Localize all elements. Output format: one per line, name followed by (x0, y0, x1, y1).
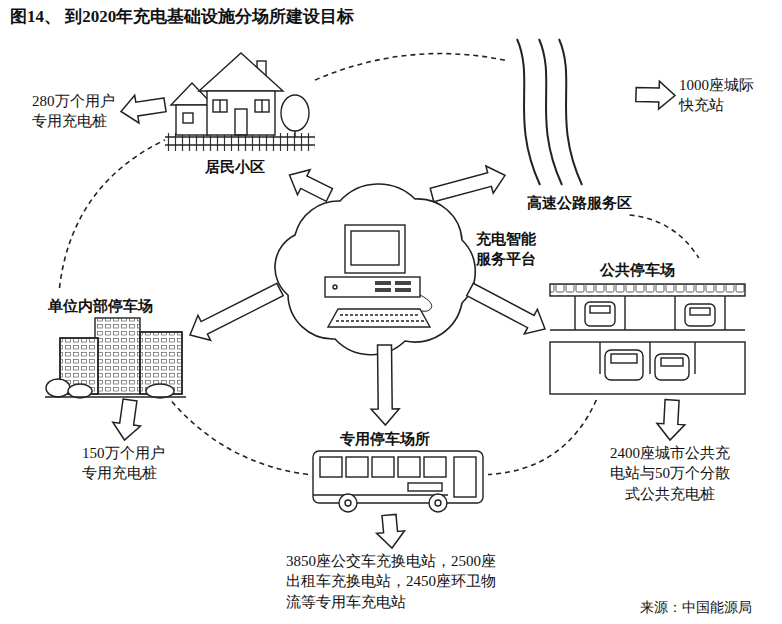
site-office-parking: 单位内部停车场 (40, 288, 190, 400)
target-label: 280万个用户 专用充电桩 (32, 91, 117, 132)
cloud-computer-drawing (275, 184, 475, 355)
parking-lot-drawing (550, 284, 745, 394)
dashed-ring-segment (60, 140, 166, 288)
site-label: 充电智能 服务平台 (476, 229, 538, 270)
highway-drawing (517, 39, 582, 185)
bus-drawing (313, 451, 483, 512)
target-text: 150万个用户 专用充电桩 (78, 440, 171, 487)
site-dedicated-parking: 专用停车场所 (308, 425, 488, 515)
block-arrow (121, 95, 166, 123)
block-arrow (371, 345, 399, 425)
office-building-drawing (45, 318, 186, 398)
house-drawing (165, 53, 315, 151)
site-public-parking: 公共停车场 (545, 258, 750, 400)
block-arrow (113, 399, 141, 440)
target-text: 1000座城际 快充站 (675, 72, 760, 119)
site-label: 单位内部停车场 (48, 296, 155, 316)
site-label: 居民小区 (205, 157, 267, 177)
block-arrow (636, 81, 675, 109)
site-highway: 高速公路服务区 (505, 35, 636, 215)
platform-cloud: 充电智能 服务平台 (280, 195, 470, 345)
source-note: 来源：中国能源局 (640, 598, 752, 617)
site-residential: 居民小区 (165, 45, 315, 175)
site-label: 专用停车场所 (340, 429, 432, 449)
target-text: 3850座公交车充换电站，2500座 出租车充换电站，2450座环卫物 流等专用… (282, 548, 502, 615)
target-label: 150万个用户 专用充电桩 (82, 443, 167, 484)
target-label: 1000座城际 快充站 (679, 75, 756, 116)
dashed-ring-segment (315, 54, 505, 81)
block-arrow (377, 514, 405, 548)
block-arrow (290, 170, 333, 202)
site-label: 高速公路服务区 (527, 193, 634, 213)
figure-title: 图14、 到2020年充电基础设施分场所建设目标 (10, 6, 354, 29)
target-label: 2400座城市公共充 电站与50万个分散 式公共充电桩 (609, 443, 731, 504)
dashed-ring-segment (171, 400, 309, 475)
block-arrow (430, 166, 505, 202)
target-label: 3850座公交车充换电站，2500座 出租车充换电站，2450座环卫物 流等专用… (286, 551, 498, 612)
site-label: 公共停车场 (600, 260, 677, 280)
target-text: 280万个用户 专用充电桩 (28, 88, 121, 135)
block-arrow (190, 283, 283, 340)
dashed-ring-segment (488, 400, 596, 475)
dashed-ring-segment (630, 215, 699, 258)
target-text: 2400座城市公共充 电站与50万个分散 式公共充电桩 (605, 440, 735, 507)
block-arrow (467, 283, 545, 334)
block-arrow (657, 400, 685, 440)
